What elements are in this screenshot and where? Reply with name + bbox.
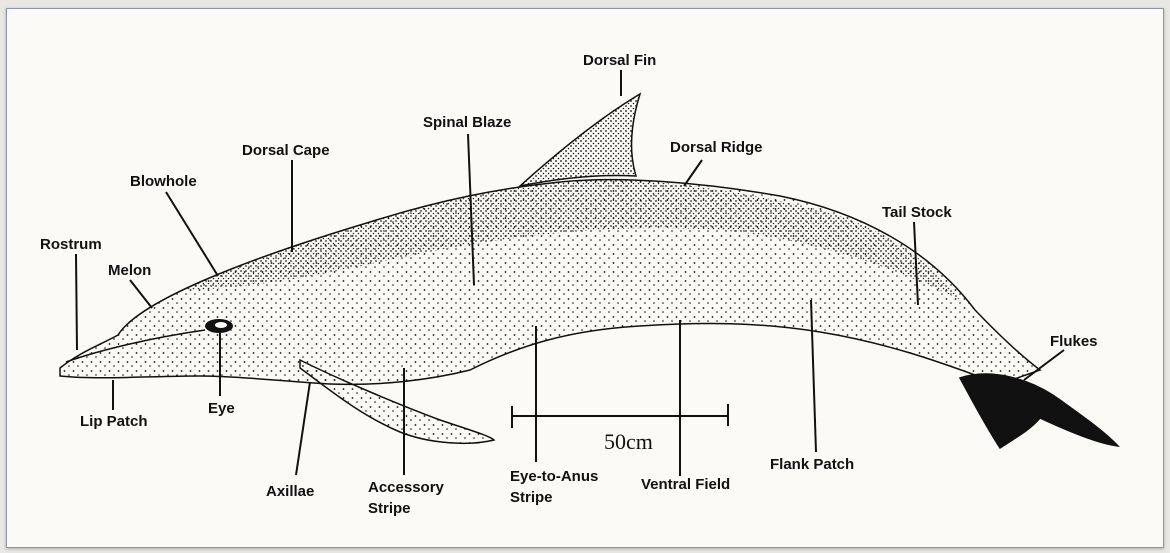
flukes-shape: [960, 374, 1118, 448]
label-blowhole: Blowhole: [130, 173, 197, 190]
label-flank-patch: Flank Patch: [770, 456, 854, 473]
label-eye: Eye: [208, 400, 235, 417]
label-dorsal-ridge: Dorsal Ridge: [670, 139, 763, 156]
label-eye-to-anus-line2: Stripe: [510, 489, 553, 506]
label-accessory-stripe-line2: Stripe: [368, 500, 411, 517]
label-tail-stock: Tail Stock: [882, 204, 952, 221]
label-axillae: Axillae: [266, 483, 314, 500]
dolphin-body: [60, 94, 1118, 448]
label-melon: Melon: [108, 262, 151, 279]
label-dorsal-fin: Dorsal Fin: [583, 52, 656, 69]
scale-bar-label: 50cm: [604, 429, 653, 454]
label-lip-patch: Lip Patch: [80, 413, 148, 430]
dorsal-fin-shape: [520, 94, 640, 186]
label-rostrum: Rostrum: [40, 236, 102, 253]
label-ventral-field: Ventral Field: [641, 476, 730, 493]
label-spinal-blaze: Spinal Blaze: [423, 114, 511, 131]
scale-bar: 50cm: [512, 404, 728, 454]
label-dorsal-cape: Dorsal Cape: [242, 142, 330, 159]
label-eye-to-anus-line1: Eye-to-Anus: [510, 468, 598, 485]
label-flukes: Flukes: [1050, 333, 1098, 350]
label-accessory-stripe-line1: Accessory: [368, 479, 445, 496]
